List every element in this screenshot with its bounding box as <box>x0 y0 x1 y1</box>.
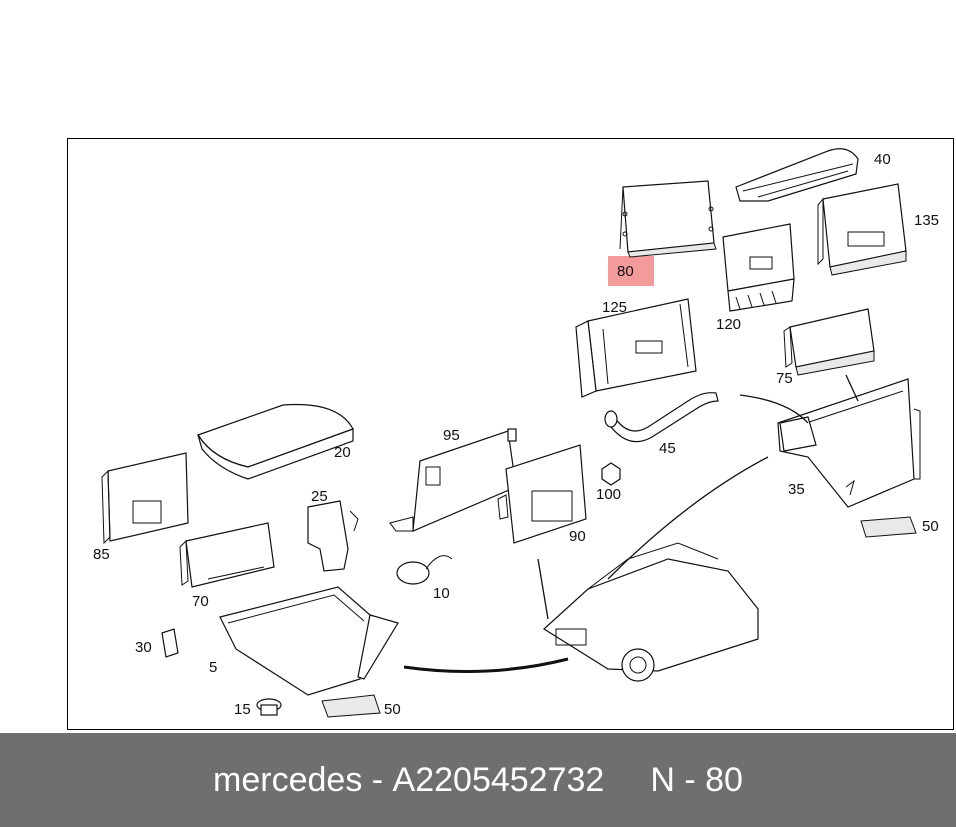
label-125: 125 <box>602 299 627 316</box>
parts-diagram-frame: 80 40 135 125 120 75 45 35 50 20 95 100 … <box>67 138 954 730</box>
part-135-module[interactable] <box>817 183 907 276</box>
label-50-right: 50 <box>922 518 939 535</box>
highlight-part-80 <box>608 256 654 286</box>
label-10: 10 <box>433 585 450 602</box>
label-80: 80 <box>617 263 634 280</box>
part-50-pad-right[interactable] <box>860 516 917 538</box>
footer-position-number: 80 <box>705 760 743 799</box>
part-85-module[interactable] <box>101 452 189 545</box>
label-70: 70 <box>192 593 209 610</box>
footer-dash-1: - <box>371 760 384 799</box>
part-75-module[interactable] <box>783 308 875 376</box>
footer-bar: mercedes - A2205452732 N - 80 <box>0 733 956 827</box>
part-15-plug[interactable] <box>256 698 282 716</box>
part-25-relay-holder[interactable] <box>307 500 359 572</box>
leader-line-car <box>537 456 769 620</box>
label-50-bottom: 50 <box>384 701 401 718</box>
label-85: 85 <box>93 546 110 563</box>
label-135: 135 <box>914 212 939 229</box>
part-95-bracket[interactable] <box>389 428 517 532</box>
label-20: 20 <box>334 444 351 461</box>
label-75: 75 <box>776 370 793 387</box>
label-95: 95 <box>443 427 460 444</box>
part-20-cover[interactable] <box>197 403 354 480</box>
label-5: 5 <box>209 659 217 676</box>
footer-part-number: A2205452732 <box>392 760 605 799</box>
parts-diagram: 80 40 135 125 120 75 45 35 50 20 95 100 … <box>93 148 939 718</box>
footer-dash-2: - <box>684 760 696 799</box>
label-30: 30 <box>135 639 152 656</box>
wire-line-left <box>403 657 569 673</box>
label-100: 100 <box>596 486 621 503</box>
part-70-module[interactable] <box>179 522 275 588</box>
label-90: 90 <box>569 528 586 545</box>
leader-line-75 <box>845 374 859 402</box>
part-40-cover[interactable] <box>735 148 859 202</box>
label-15: 15 <box>234 701 251 718</box>
label-120: 120 <box>716 316 741 333</box>
label-25: 25 <box>311 488 328 505</box>
footer-position-label: N <box>650 760 675 799</box>
car-illustration <box>543 542 759 682</box>
footer-brand: mercedes <box>213 760 363 799</box>
label-35: 35 <box>788 481 805 498</box>
label-40: 40 <box>874 151 891 168</box>
part-120-ecu[interactable] <box>722 223 795 312</box>
part-10-sensor[interactable] <box>396 555 453 585</box>
part-50-pad-bottom[interactable] <box>321 694 381 718</box>
label-45: 45 <box>659 440 676 457</box>
part-5-box[interactable] <box>219 586 399 696</box>
part-100-nut[interactable] <box>601 462 621 486</box>
part-80-module[interactable] <box>619 180 717 258</box>
part-45-hose[interactable] <box>604 392 719 443</box>
part-35-housing[interactable] <box>777 378 921 508</box>
leader-line-35 <box>739 394 809 424</box>
part-90-ecu[interactable] <box>497 444 587 544</box>
part-125-holder[interactable] <box>575 298 697 398</box>
part-30-clip[interactable] <box>161 628 179 658</box>
